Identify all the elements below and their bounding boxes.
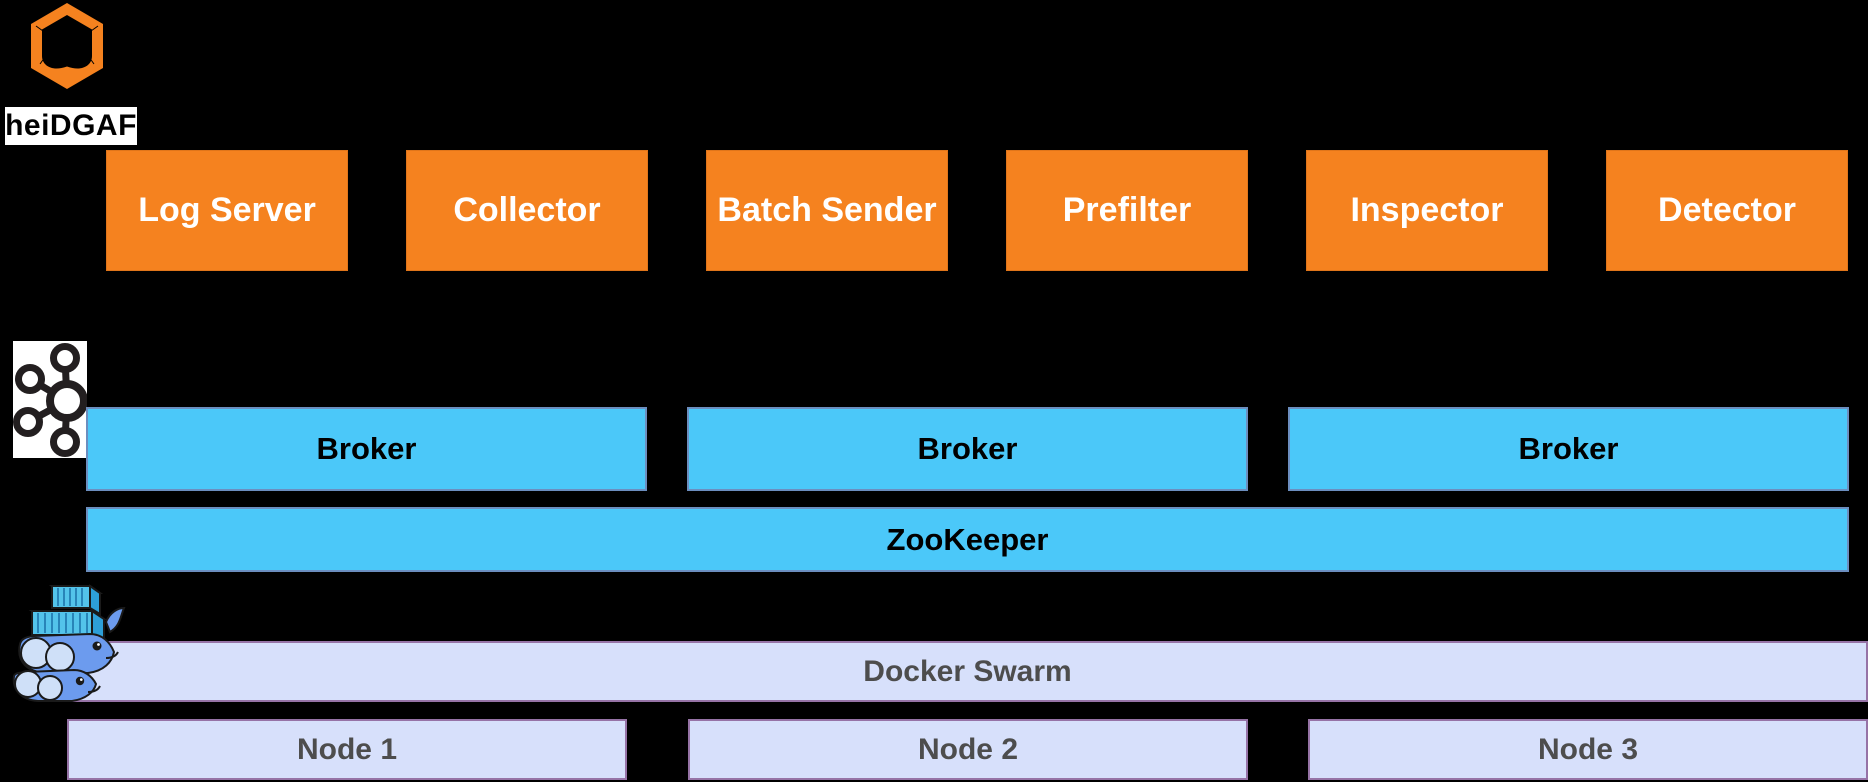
node-box-1: Node 1: [67, 719, 627, 780]
service-box-prefilter: Prefilter: [1006, 150, 1248, 271]
kafka-logo-plate: [13, 341, 88, 458]
zookeeper-bar: ZooKeeper: [86, 507, 1849, 572]
kafka-icon: [13, 343, 88, 457]
docker-swarm-whales-icon: [12, 584, 126, 702]
broker-bar-2: Broker: [687, 407, 1248, 491]
node-box-3: Node 3: [1308, 719, 1868, 780]
node-box-2: Node 2: [688, 719, 1248, 780]
service-box-log-server: Log Server: [106, 150, 348, 271]
service-box-inspector: Inspector: [1306, 150, 1548, 271]
broker-bar-1: Broker: [86, 407, 647, 491]
service-box-detector: Detector: [1606, 150, 1848, 271]
heidgaf-logo-label: heiDGAF: [5, 107, 137, 145]
broker-bar-3: Broker: [1288, 407, 1849, 491]
service-box-batch-sender: Batch Sender: [706, 150, 948, 271]
docker-swarm-bar: Docker Swarm: [67, 641, 1868, 702]
heidgaf-hexagon-icon: [31, 3, 103, 89]
service-box-collector: Collector: [406, 150, 648, 271]
